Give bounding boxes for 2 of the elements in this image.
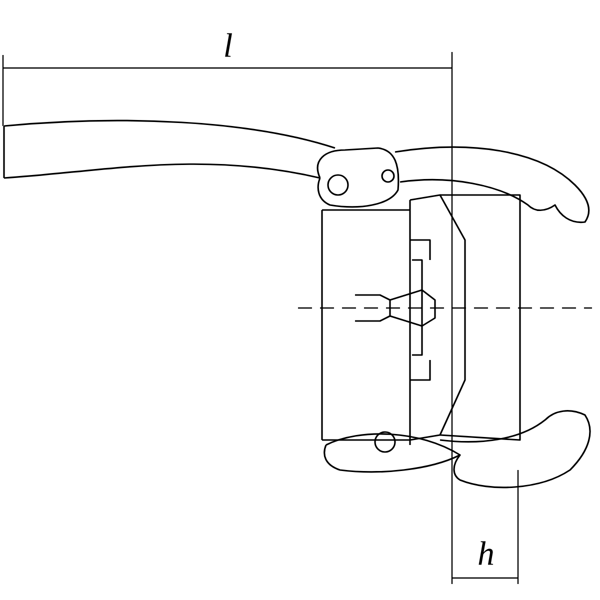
dimension-label: l	[225, 33, 232, 57]
dimension-label: h	[478, 541, 494, 565]
